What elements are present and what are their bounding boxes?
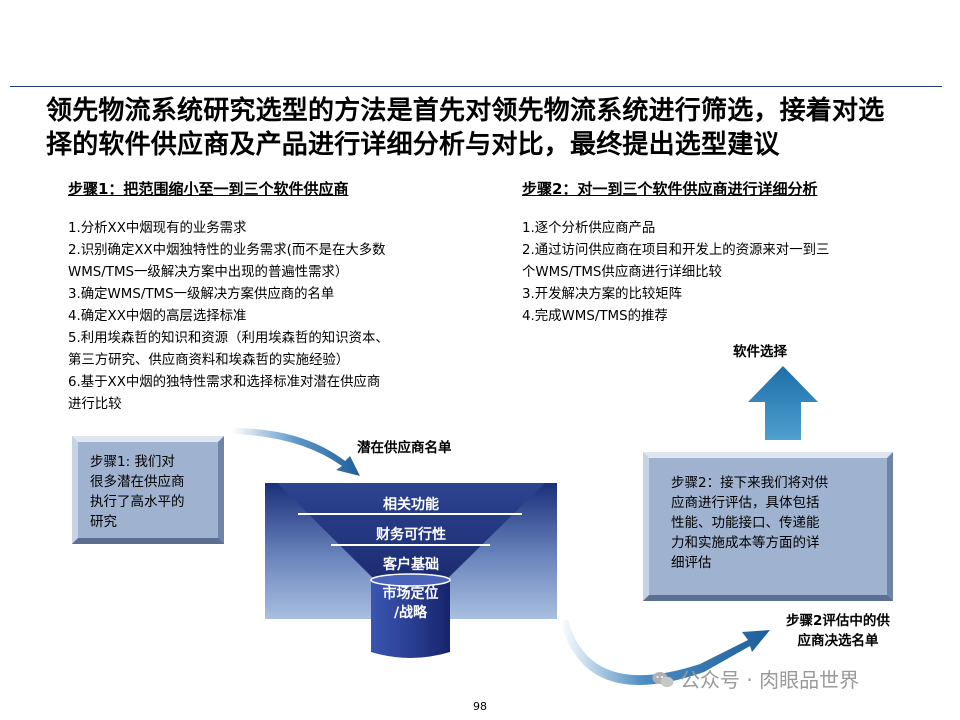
final-list-line: 应商决选名单: [797, 633, 879, 649]
step2-list: 1.逐个分析供应商产品 2.通过访问供应商在项目和开发上的资源来对一到三 个WM…: [522, 218, 829, 328]
curved-arrow-right: [560, 620, 770, 685]
page-number: 98: [473, 700, 487, 713]
step2-item: 2.通过访问供应商在项目和开发上的资源来对一到三: [522, 243, 830, 258]
step1-summary-box: 步骤1: 我们对 很多潜在供应商 执行了高水平的 研究: [72, 436, 224, 544]
box-left-line: 很多潜在供应商: [90, 474, 185, 490]
funnel-bottom-line: /战略: [393, 605, 428, 621]
step2-item: 3.开发解决方案的比较矩阵: [522, 287, 683, 302]
funnel-layer-3: 客户基础: [383, 557, 439, 573]
funnel-triangle: [277, 483, 545, 585]
step1-item: 1.分析XX中烟现有的业务需求: [68, 221, 247, 236]
step1-list: 1.分析XX中烟现有的业务需求 2.识别确定XX中烟独特性的业务需求(而不是在大…: [68, 218, 389, 416]
box-right-line: 力和实施成本等方面的详: [671, 535, 820, 551]
funnel-layer-2: 财务可行性: [376, 527, 446, 543]
step1-heading: 步骤1：把范围缩小至一到三个软件供应商: [68, 180, 349, 198]
box-left-line: 执行了高水平的: [90, 494, 185, 510]
box-right-line: 步骤2：接下来我们将对供: [671, 475, 829, 491]
box-left-line: 步骤1: 我们对: [90, 454, 175, 470]
box-right-line: 细评估: [671, 555, 712, 571]
step1-item: 4.确定XX中烟的高层选择标准: [68, 309, 247, 324]
funnel-layer-1: 相关功能: [383, 497, 439, 513]
title-line-2: 择的软件供应商及产品进行详细分析与对比，最终提出选型建议: [46, 130, 780, 160]
funnel-bottom-line: 市场定位: [382, 586, 439, 602]
box-right-line: 应商进行评估，具体包括: [671, 495, 820, 511]
step2-item: 个WMS/TMS供应商进行详细比较: [522, 265, 722, 280]
title-line-1: 领先物流系统研究选型的方法是首先对领先物流系统进行筛选，接着对选: [46, 96, 885, 126]
wechat-icon: [652, 670, 674, 688]
step2-summary-box: 步骤2：接下来我们将对供 应商进行评估，具体包括 性能、功能接口、传递能 力和实…: [643, 452, 893, 601]
step1-item: 进行比较: [68, 397, 122, 412]
step2-item: 1.逐个分析供应商产品: [522, 221, 656, 236]
step2-heading: 步骤2：对一到三个软件供应商进行详细分析: [522, 180, 818, 198]
step1-item: 6.基于XX中烟的独特性需求和选择标准对潜在供应商: [68, 375, 381, 390]
curved-arrow-left: [232, 428, 360, 476]
step1-item: 3.确定WMS/TMS一级解决方案供应商的名单: [68, 287, 335, 302]
top-rule: [10, 86, 942, 87]
step1-item: WMS/TMS一级解决方案中出现的普遍性需求）: [68, 265, 349, 280]
step2-item: 4.完成WMS/TMS的推荐: [522, 309, 668, 324]
final-list-label: 步骤2评估中的供 应商决选名单: [786, 611, 890, 651]
box-left-line: 研究: [90, 514, 117, 530]
up-arrow: [748, 366, 818, 440]
box-right-line: 性能、功能接口、传递能: [671, 515, 820, 531]
funnel-bottom-label: 市场定位 /战略: [371, 585, 450, 623]
step1-item: 第三方研究、供应商资料和埃森哲的实施经验）: [68, 353, 350, 368]
step1-item: 5.利用埃森哲的知识和资源（利用埃森哲的知识资本、: [68, 331, 389, 346]
final-list-line: 步骤2评估中的供: [786, 613, 890, 629]
software-selection-label: 软件选择: [733, 344, 787, 360]
funnel-cylinder: [371, 580, 450, 658]
page-title: 领先物流系统研究选型的方法是首先对领先物流系统进行筛选，接着对选 择的软件供应商…: [46, 94, 926, 162]
watermark-text: 公众号 · 肉眼品世界: [680, 668, 860, 692]
funnel-top-label: 潜在供应商名单: [357, 440, 452, 456]
step1-item: 2.识别确定XX中烟独特性的业务需求(而不是在大多数: [68, 243, 386, 258]
watermark: 公众号 · 肉眼品世界: [652, 664, 859, 693]
